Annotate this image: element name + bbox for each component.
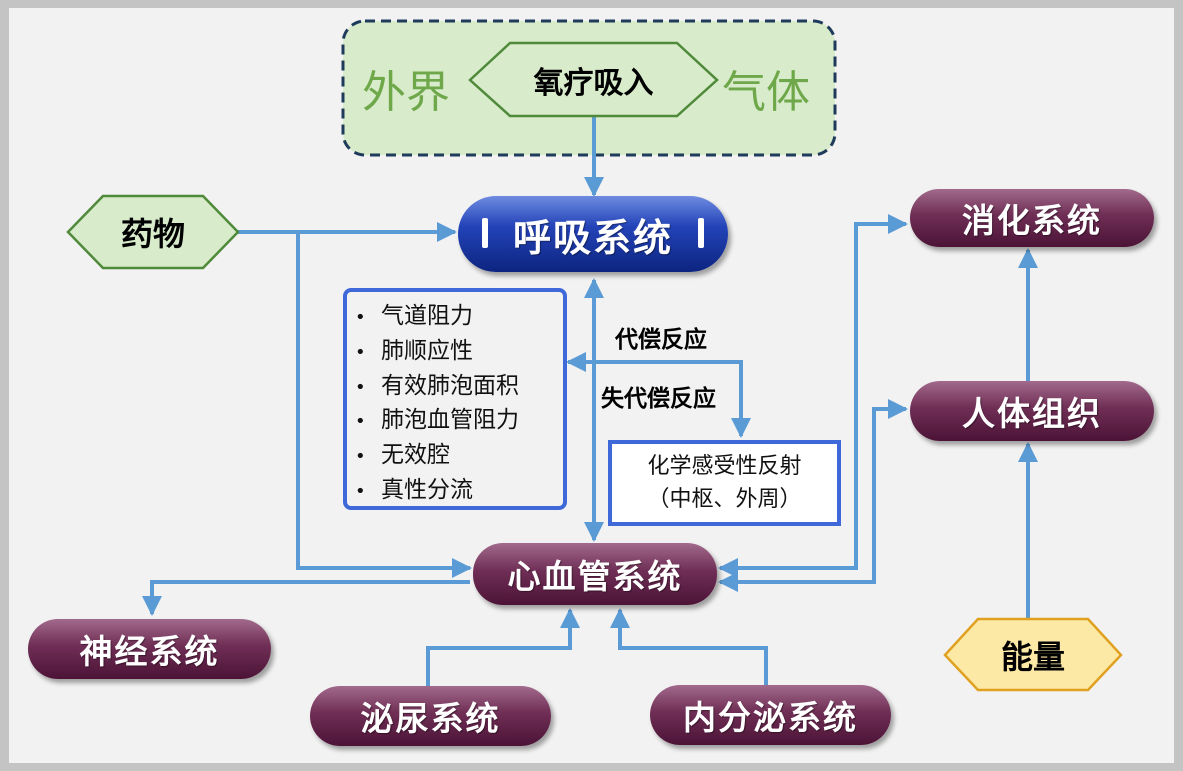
list-item: •肺顺应性: [355, 337, 473, 364]
drugs-hexagon: [66, 194, 240, 270]
oxygen-hexagon: [468, 41, 719, 118]
oxygen-inhalation-node: 氧疗吸入: [533, 65, 654, 101]
respiratory-system-node: 呼吸系统: [458, 196, 728, 272]
compensated-response-label: 代偿反应: [615, 327, 707, 353]
list-item: •肺泡血管阻力: [355, 407, 519, 434]
list-item: •真性分流: [355, 476, 473, 503]
respiratory-system-label: 呼吸系统: [512, 215, 673, 260]
arrow-endocrine-to-cardio: [610, 608, 768, 688]
drugs-node: 药物: [120, 215, 185, 253]
chemoreflex-box: 化学感受性反射 （中枢、外周）: [608, 440, 841, 526]
nervous-system-node: 神经系统: [28, 619, 271, 679]
cardiovascular-system-node: 心血管系统: [473, 543, 717, 605]
energy-hexagon: [943, 617, 1123, 692]
list-item: •有效肺泡面积: [355, 372, 519, 399]
urinary-system-node: 泌尿系统: [310, 686, 551, 746]
external-label: 外界: [362, 67, 450, 118]
respiratory-factors-box: •气道阻力 •肺顺应性 •有效肺泡面积 •肺泡血管阻力 •无效腔 •真性分流: [343, 288, 567, 510]
arrow-drugs-to-cardiovascular: [296, 232, 472, 578]
endocrine-system-node: 内分泌系统: [650, 685, 891, 745]
arrow-cardio-to-nervous: [142, 580, 470, 616]
list-item: •气道阻力: [355, 303, 473, 329]
list-item: •无效腔: [355, 442, 450, 469]
body-tissue-node: 人体组织: [910, 381, 1154, 441]
chemoreflex-title: 化学感受性反射: [647, 454, 802, 479]
energy-node: 能量: [1000, 637, 1065, 676]
chemoreflex-subtitle: （中枢、外周）: [647, 487, 802, 512]
arrow-urinary-to-cardio: [426, 608, 580, 688]
arrow-cardio-tissue: [718, 399, 908, 592]
gas-label: 气体: [722, 67, 810, 118]
respiratory-left-bar: [482, 218, 488, 248]
respiratory-right-bar: [698, 218, 704, 248]
digestive-system-node: 消化系统: [910, 189, 1154, 247]
decompensated-response-label: 失代偿反应: [601, 386, 716, 412]
